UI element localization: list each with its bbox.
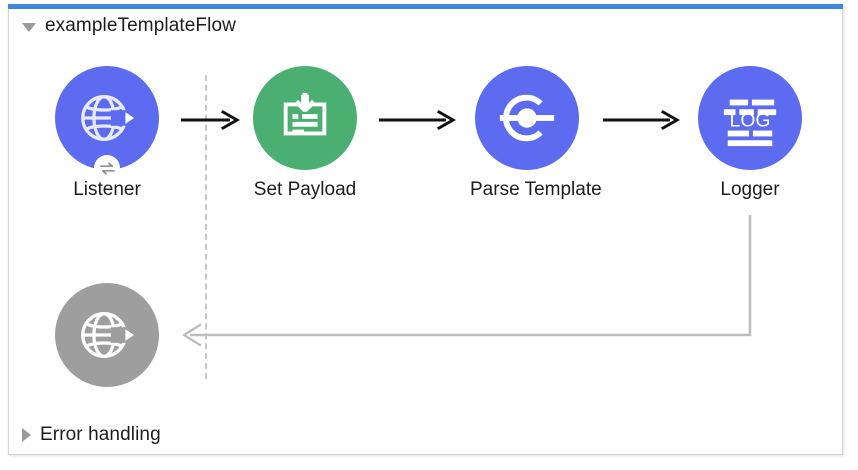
connector-listener-to-set-payload [180,108,242,132]
node-listener-label: Listener [73,179,141,200]
connector-logger-to-response [178,215,760,350]
node-listener-circle[interactable] [55,66,159,181]
flow-panel [8,4,843,455]
node-logger[interactable]: LOG Logger [693,66,807,201]
triangle-right-icon[interactable] [22,428,31,442]
error-handling-label: Error handling [40,424,161,445]
set-payload-icon [276,89,334,147]
node-response-listener[interactable] [50,283,164,396]
node-logger-circle[interactable]: LOG [698,66,802,170]
connector-set-payload-to-parse-template [378,108,458,132]
triangle-down-icon[interactable] [22,22,36,32]
flow-header[interactable]: exampleTemplateFlow [22,15,236,37]
exchange-icon [94,155,120,181]
flow-name-label: exampleTemplateFlow [45,15,236,36]
parse-template-icon [496,87,558,149]
node-parse-template[interactable]: Parse Template [470,66,602,201]
node-parse-template-label: Parse Template [470,179,602,200]
source-process-divider [205,75,207,379]
node-response-listener-circle[interactable] [55,283,159,387]
node-logger-label: Logger [720,179,780,200]
node-set-payload[interactable]: Set Payload [248,66,362,201]
node-listener[interactable]: Listener [50,66,164,201]
globe-arrow-icon [76,87,138,149]
node-set-payload-circle[interactable] [253,66,357,170]
node-set-payload-label: Set Payload [253,179,357,200]
log-icon: LOG [719,87,781,149]
globe-arrow-icon [76,304,138,366]
connector-parse-template-to-logger [602,108,682,132]
flow-panel-accent-bar [8,4,843,9]
log-icon-text: LOG [730,110,771,132]
node-parse-template-circle[interactable] [475,66,579,170]
error-handling-header[interactable]: Error handling [22,424,161,446]
